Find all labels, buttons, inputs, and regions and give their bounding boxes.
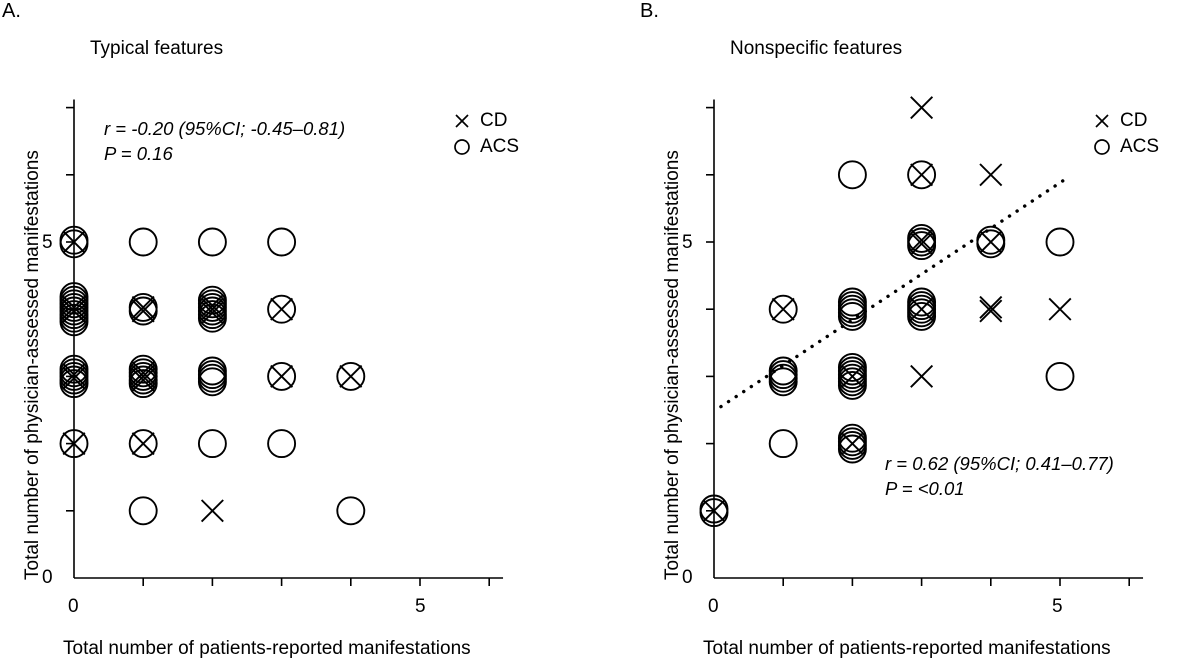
- legend-item-cd: CD: [452, 108, 519, 134]
- panel-b-ytick-0: 0: [682, 567, 693, 588]
- panel-a-ytick-5: 5: [42, 232, 53, 253]
- cross-marker-icon: [452, 111, 472, 131]
- legend-item-acs: ACS: [1092, 134, 1159, 160]
- panel-a-plot-area: [59, 99, 504, 586]
- panel-a-ytick-0: 0: [42, 567, 53, 588]
- cross-marker-icon: [1092, 111, 1112, 131]
- panel-b-xtick-0: 0: [708, 596, 719, 617]
- panel-b-title: Nonspecific features: [730, 38, 903, 59]
- panel-b-stats: r = 0.62 (95%CI; 0.41–0.77) P = <0.01: [885, 452, 1114, 501]
- legend-label-cd: CD: [480, 110, 508, 131]
- panel-a-legend: CD ACS: [452, 108, 519, 160]
- panel-b-xtick-5: 5: [1052, 596, 1063, 617]
- legend-label-acs: ACS: [480, 136, 520, 157]
- legend-label-cd: CD: [1120, 110, 1148, 131]
- panel-a-stats-p: P = 0.16: [104, 142, 173, 164]
- panel-b-plot-area: [699, 96, 1144, 586]
- panel-a-stats: r = -0.20 (95%CI; -0.45–0.81) P = 0.16: [104, 117, 345, 166]
- legend-item-acs: ACS: [452, 134, 519, 160]
- circle-marker-icon: [1092, 137, 1112, 157]
- panel-b-legend: CD ACS: [1092, 108, 1159, 160]
- circle-marker-icon: [452, 137, 472, 157]
- panel-b-stats-r: r = 0.62 (95%CI; 0.41–0.77): [885, 453, 1114, 474]
- panel-b-xlabel: Total number of patients-reported manife…: [703, 638, 1111, 659]
- panel-a-xlabel: Total number of patients-reported manife…: [63, 638, 471, 659]
- panel-b-stats-p: P = <0.01: [885, 477, 965, 499]
- legend-item-cd: CD: [1092, 108, 1159, 134]
- panel-b-ylabel: Total number of physician-assessed manif…: [662, 150, 683, 580]
- panel-a-ylabel: Total number of physician-assessed manif…: [22, 150, 43, 580]
- panel-a-title: Typical features: [90, 38, 224, 59]
- panel-a-xtick-0: 0: [68, 596, 79, 617]
- panel-b-ytick-5: 5: [682, 232, 693, 253]
- panel-a-xtick-5: 5: [415, 596, 426, 617]
- panel-b-letter: B.: [640, 0, 659, 22]
- legend-label-acs: ACS: [1120, 136, 1160, 157]
- panel-a-letter: A.: [2, 0, 21, 22]
- panel-a-stats-r: r = -0.20 (95%CI; -0.45–0.81): [104, 118, 346, 139]
